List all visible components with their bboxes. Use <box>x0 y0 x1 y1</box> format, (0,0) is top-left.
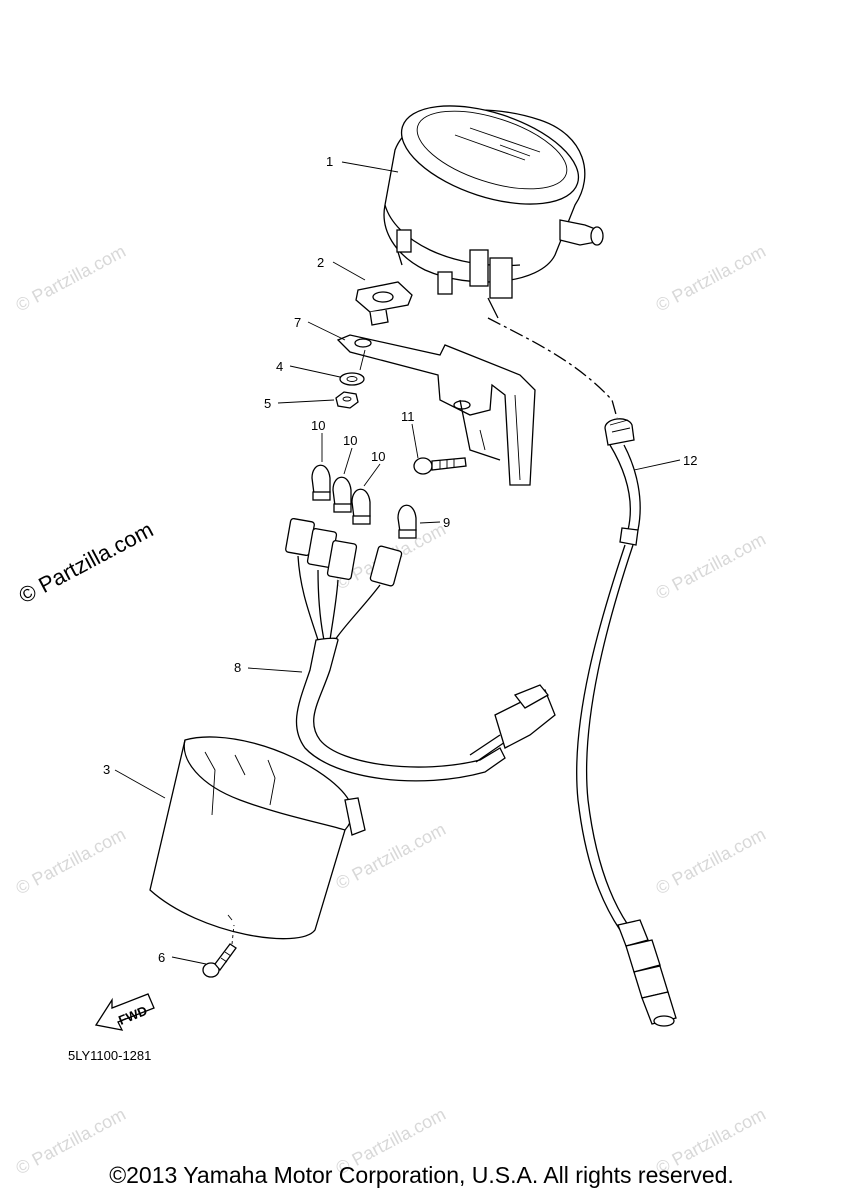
meter-cover-part[interactable] <box>149 736 366 940</box>
leader-lines <box>114 161 681 965</box>
bracket-part[interactable] <box>336 334 536 486</box>
bulb-part[interactable] <box>311 464 331 501</box>
washer-part[interactable] <box>339 372 365 386</box>
faint-watermark: © Partzilla.com <box>652 241 768 316</box>
callout-3[interactable]: 3 <box>103 762 110 777</box>
callout-2[interactable]: 2 <box>317 255 324 270</box>
faint-watermark: © Partzilla.com <box>12 241 128 316</box>
wire-harness-part[interactable] <box>285 517 556 782</box>
faint-watermark: © Partzilla.com <box>332 819 448 894</box>
callout-4[interactable]: 4 <box>276 359 283 374</box>
callout-9[interactable]: 9 <box>443 515 450 530</box>
callout-10a[interactable]: 10 <box>311 418 325 433</box>
faint-watermark: © Partzilla.com <box>652 529 768 604</box>
callout-7[interactable]: 7 <box>294 315 301 330</box>
bulb-part[interactable] <box>351 488 371 525</box>
speedometer-part[interactable] <box>383 87 604 319</box>
fwd-arrow-icon: FWD <box>94 993 155 1031</box>
screw-part[interactable] <box>413 457 467 475</box>
callout-5[interactable]: 5 <box>264 396 271 411</box>
partzilla-watermark: © Partzilla.com <box>15 517 158 609</box>
tapping-screw-part[interactable] <box>202 924 237 978</box>
faint-watermark: © Partzilla.com <box>652 824 768 899</box>
faint-watermark: © Partzilla.com <box>12 824 128 899</box>
callout-6[interactable]: 6 <box>158 950 165 965</box>
callout-10b[interactable]: 10 <box>343 433 357 448</box>
drawing-code: 5LY1100-1281 <box>68 1048 151 1063</box>
callouts: 1 2 7 4 5 10 10 10 11 9 12 8 3 6 <box>103 154 697 965</box>
copyright-footer: ©2013 Yamaha Motor Corporation, U.S.A. A… <box>109 1162 734 1188</box>
callout-11[interactable]: 11 <box>401 409 415 424</box>
bulb-part[interactable] <box>332 476 352 513</box>
nut-part[interactable] <box>335 391 359 409</box>
grommet-part[interactable] <box>355 281 413 326</box>
callout-12[interactable]: 12 <box>683 453 697 468</box>
callout-8[interactable]: 8 <box>234 660 241 675</box>
speedometer-cable-part[interactable] <box>487 317 677 1027</box>
callout-10c[interactable]: 10 <box>371 449 385 464</box>
bulb-part-9[interactable] <box>397 504 417 539</box>
faint-watermarks: © Partzilla.com © Partzilla.com © Partzi… <box>12 241 768 1179</box>
callout-1[interactable]: 1 <box>326 154 333 169</box>
